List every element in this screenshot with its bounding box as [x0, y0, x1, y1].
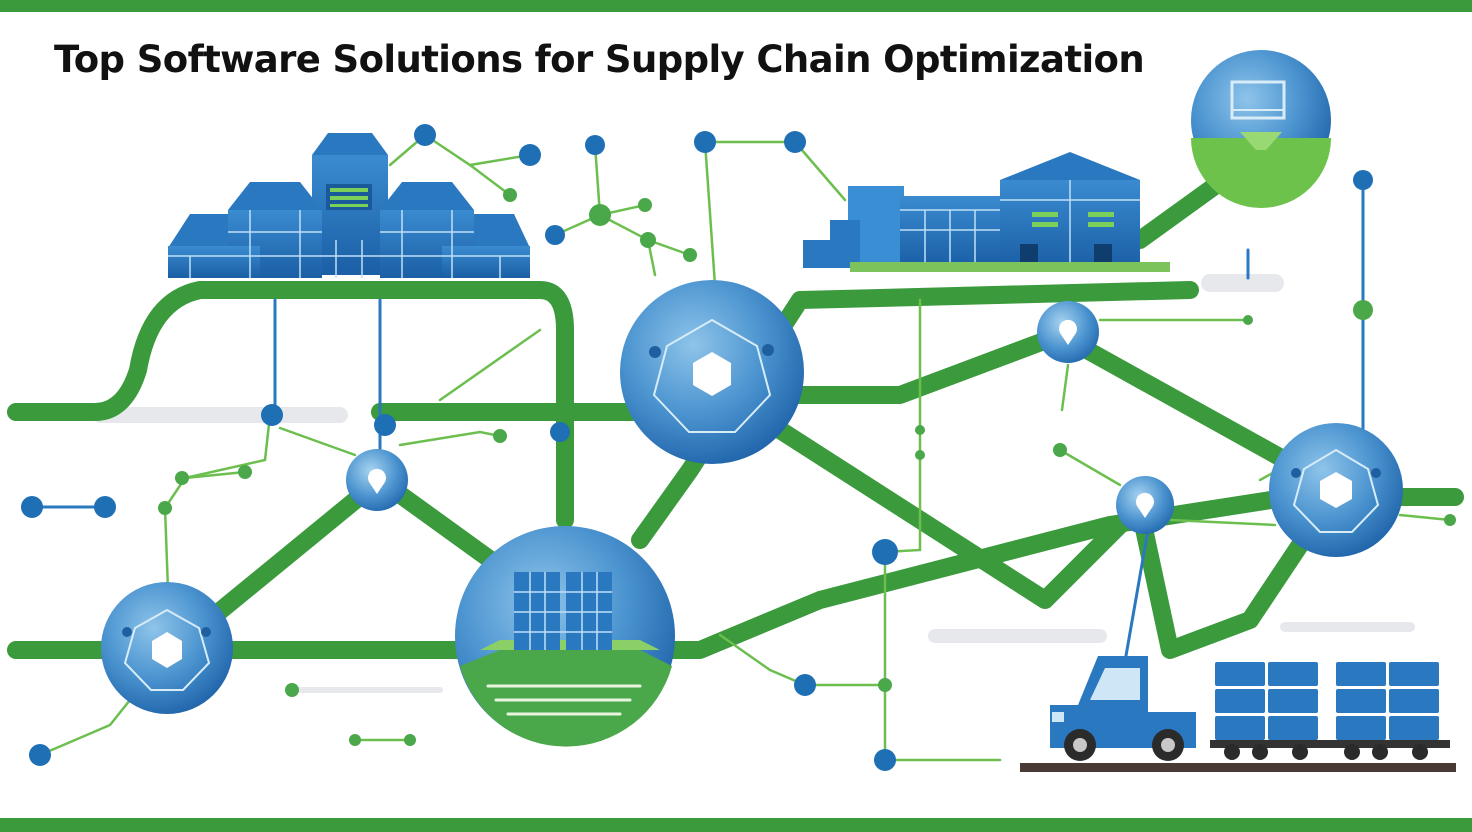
network-dots-green [158, 188, 1456, 746]
bottom-accent-bar [0, 818, 1472, 832]
monitor-station-icon [1191, 50, 1331, 208]
location-pin-node-3 [1116, 476, 1174, 534]
network-dots-blue [21, 124, 1373, 771]
hexagon-node-icon [1320, 472, 1352, 508]
shadow-strokes [92, 274, 1415, 693]
page-title: Top Software Solutions for Supply Chain … [54, 38, 1145, 81]
hub-node-left [101, 582, 233, 714]
factory-icon [803, 152, 1170, 272]
hub-node-right [1269, 423, 1403, 557]
ground-rail [1020, 763, 1456, 772]
location-pin-node-1 [346, 449, 408, 511]
storage-hub-icon [455, 526, 675, 747]
location-pin-icon [1059, 319, 1077, 345]
hexagon-node-icon [693, 352, 731, 396]
hub-node-center [620, 280, 804, 464]
location-pin-icon [368, 468, 386, 494]
location-pin-icon [1136, 492, 1154, 518]
hexagon-node-icon [152, 632, 182, 668]
warehouse-icon [168, 133, 530, 278]
top-accent-bar [0, 0, 1472, 12]
location-pin-node-2 [1037, 301, 1099, 363]
cargo-container-icon [1210, 662, 1450, 760]
truck-icon [1050, 656, 1196, 761]
